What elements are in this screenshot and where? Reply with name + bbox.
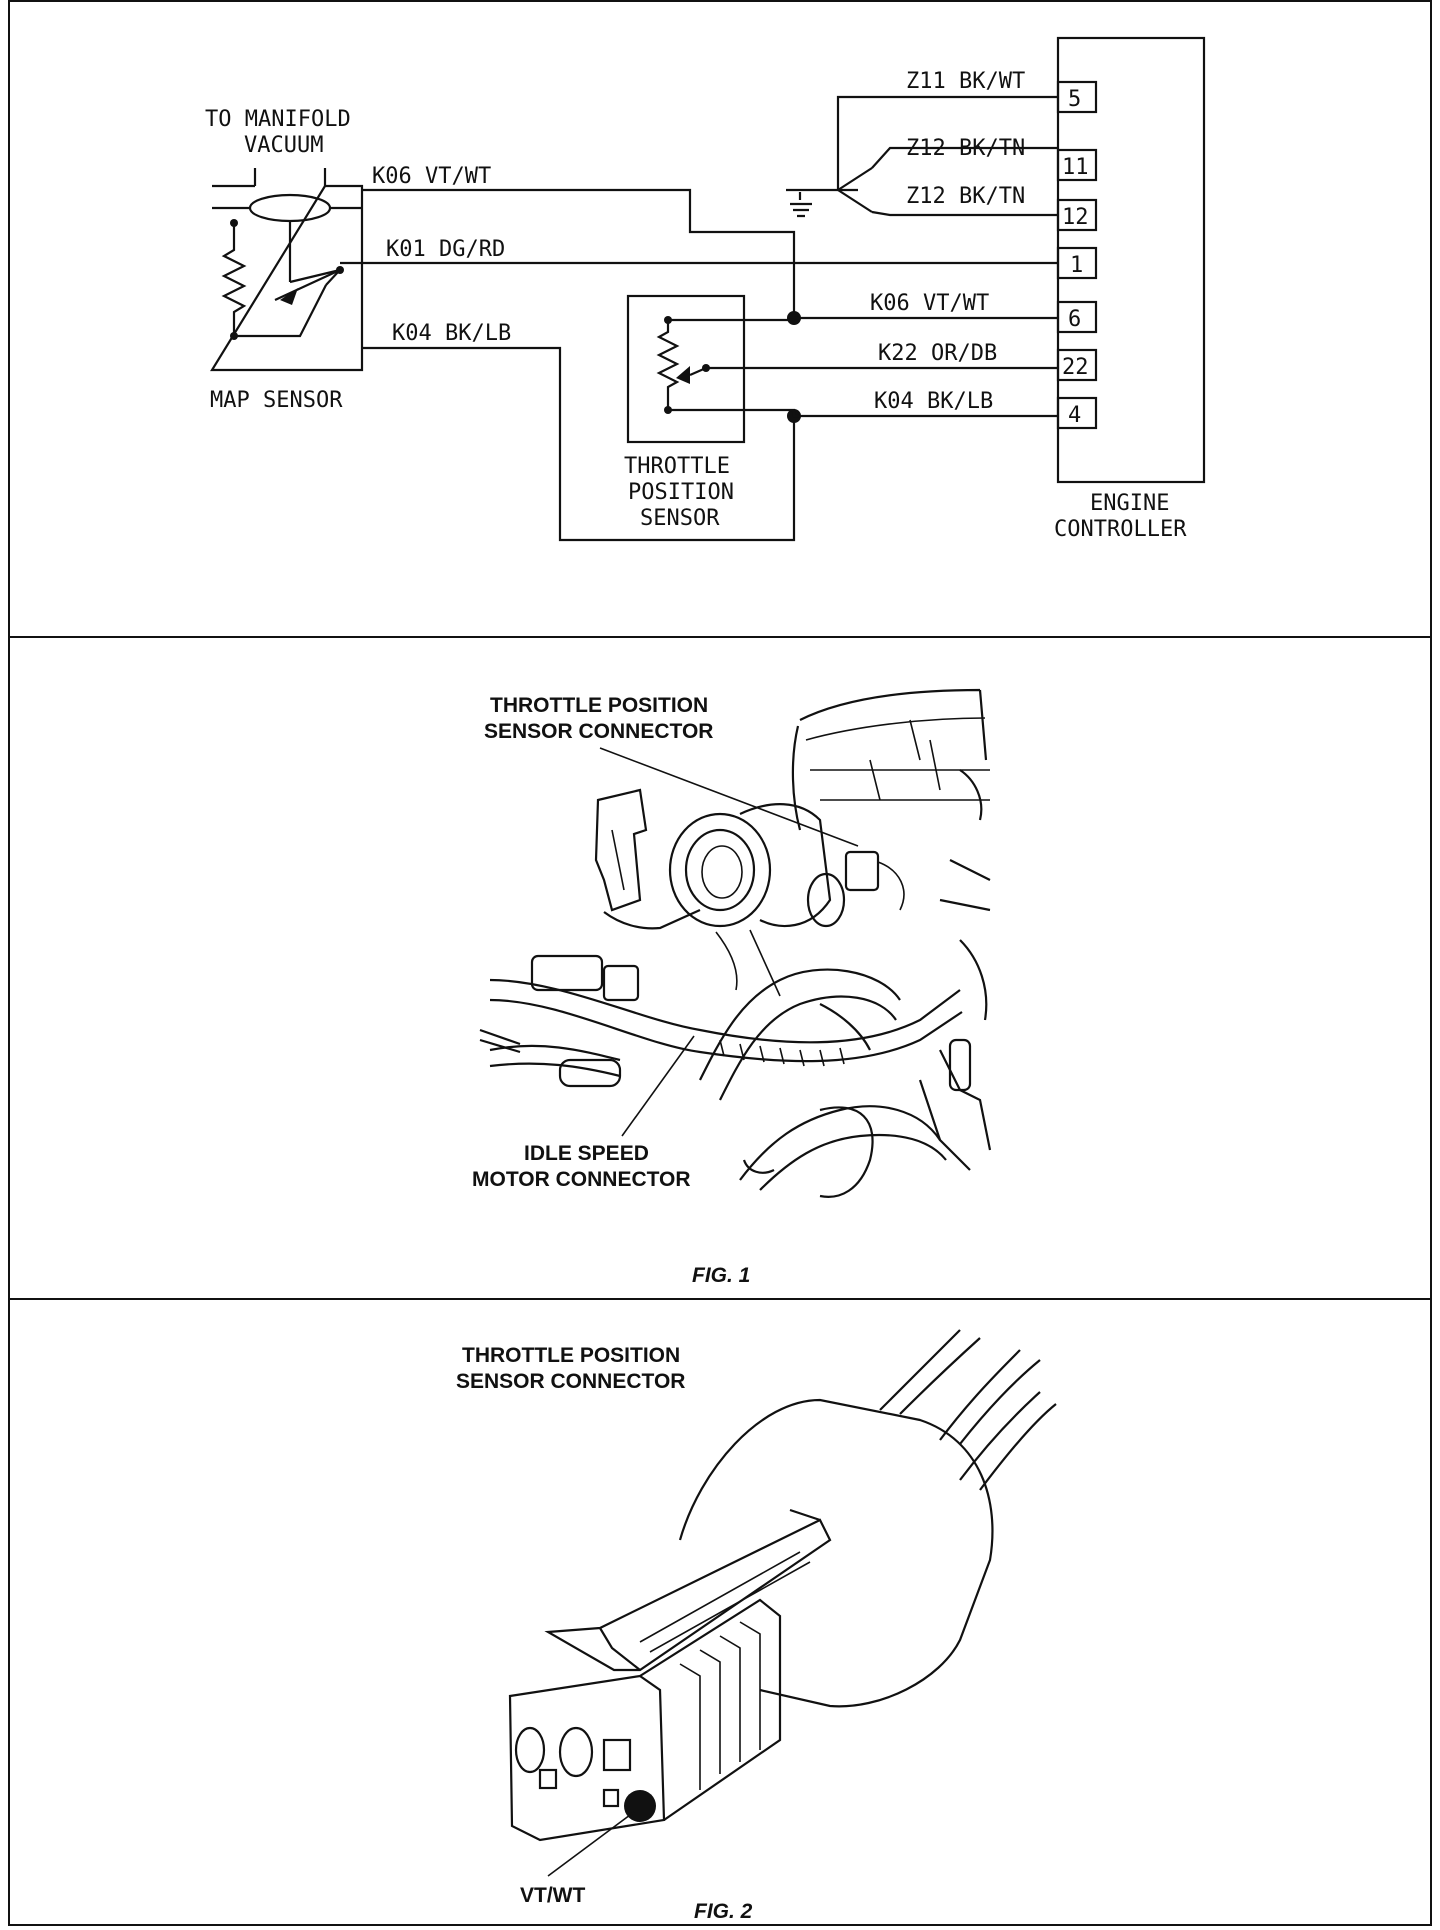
- vacuum-port: [253, 168, 327, 186]
- pin-12: 12: [1062, 205, 1089, 230]
- cavity-2: [558, 1726, 594, 1778]
- cavity-3: [602, 1738, 632, 1772]
- fig1-leader-bottom: [621, 1035, 695, 1137]
- pin-5: 5: [1068, 87, 1081, 112]
- pin-6: 6: [1068, 307, 1081, 332]
- map-diaphragm: [248, 193, 332, 223]
- wire-k04-map: [362, 346, 796, 542]
- fig2-callout-top-1: THROTTLE POSITION: [462, 1344, 680, 1367]
- throttle-position-sensor: THROTTLE POSITION SENSOR: [624, 294, 746, 531]
- wire-k04-tps-label: K04 BK/LB: [874, 389, 993, 414]
- fig2-leader: [547, 1811, 635, 1877]
- map-sensor-box: [210, 184, 364, 372]
- wire-z12b-label: Z12 BK/TN: [906, 184, 1025, 209]
- pin-4: 4: [1068, 403, 1081, 428]
- connector-drawing: [508, 1329, 1057, 1842]
- fig2-illustration: THROTTLE POSITION SENSOR CONNECTOR: [456, 1329, 1057, 1923]
- map-vacuum-label-2: VACUUM: [244, 133, 323, 158]
- tps-wiper-arrow: [676, 366, 690, 384]
- cavity-1: [514, 1726, 546, 1774]
- engine-controller: 5 11 12 1 6 22 4 ENGINE CONTROLLER: [1054, 36, 1206, 542]
- pin-22: 22: [1062, 355, 1089, 380]
- map-vacuum-label-1: TO MANIFOLD: [205, 107, 351, 132]
- wire-k22-label: K22 OR/DB: [878, 341, 997, 366]
- controller-pins: 5 11 12 1 6 22 4: [1056, 80, 1098, 430]
- connector-latch: [544, 1518, 832, 1672]
- wire-k04-tps: [744, 408, 1058, 418]
- map-resistor: [221, 223, 247, 336]
- wires: Z11 BK/WT Z12 BK/TN Z12 BK/TN K06 VT/WT …: [340, 69, 1058, 542]
- fig1-caption: FIG. 1: [692, 1264, 750, 1287]
- throttle-bore: [668, 812, 772, 928]
- tps-connector-sketch: [844, 850, 880, 892]
- controller-label-2: CONTROLLER: [1054, 517, 1187, 542]
- wire-k06-map: [362, 188, 796, 318]
- map-sensor-label: MAP SENSOR: [210, 388, 343, 413]
- fig1-leader-top: [599, 747, 859, 847]
- fig2-caption: FIG. 2: [694, 1900, 753, 1923]
- cavity-vt-wt: [624, 1790, 656, 1822]
- fig2-pin-label: VT/WT: [520, 1884, 585, 1907]
- panel-divider-2: [8, 1298, 1432, 1300]
- tps-label-3: SENSOR: [640, 506, 720, 531]
- wire-k01-label: K01 DG/RD: [386, 237, 505, 262]
- wiring-schematic: TO MANIFOLD VACUUM MAP SENSOR: [205, 36, 1206, 542]
- pin-11: 11: [1062, 155, 1089, 180]
- wire-k06-tps: [744, 316, 1058, 322]
- connector-shell: [678, 1398, 994, 1708]
- controller-label-1: ENGINE: [1090, 491, 1169, 516]
- fig1-callout-top-1: THROTTLE POSITION: [490, 694, 708, 717]
- fig2-callout-top-2: SENSOR CONNECTOR: [456, 1370, 685, 1393]
- fig1-illustration: THROTTLE POSITION SENSOR CONNECTOR: [472, 688, 992, 1287]
- ground-symbol: [786, 188, 858, 218]
- panel-divider-1: [8, 636, 1432, 638]
- fig1-callout-bottom-2: MOTOR CONNECTOR: [472, 1168, 691, 1191]
- tps-label-2: POSITION: [628, 480, 734, 505]
- map-sensor: TO MANIFOLD VACUUM MAP SENSOR: [205, 107, 364, 413]
- wire-k06-tps-label: K06 VT/WT: [870, 291, 989, 316]
- wire-k06-map-label: K06 VT/WT: [372, 164, 491, 189]
- wire-k04-map-label: K04 BK/LB: [392, 321, 511, 346]
- wire-z12a-label: Z12 BK/TN: [906, 136, 1025, 161]
- fig1-callout-bottom-1: IDLE SPEED: [524, 1142, 649, 1165]
- pin-1: 1: [1070, 253, 1083, 278]
- wire-z11-label: Z11 BK/WT: [906, 69, 1025, 94]
- fig1-callout-top-2: SENSOR CONNECTOR: [484, 720, 713, 743]
- wire-z11: [836, 95, 1058, 190]
- engine-drawing: [479, 688, 992, 1198]
- tps-label-1: THROTTLE: [624, 454, 730, 479]
- tps-resistor: [656, 320, 680, 410]
